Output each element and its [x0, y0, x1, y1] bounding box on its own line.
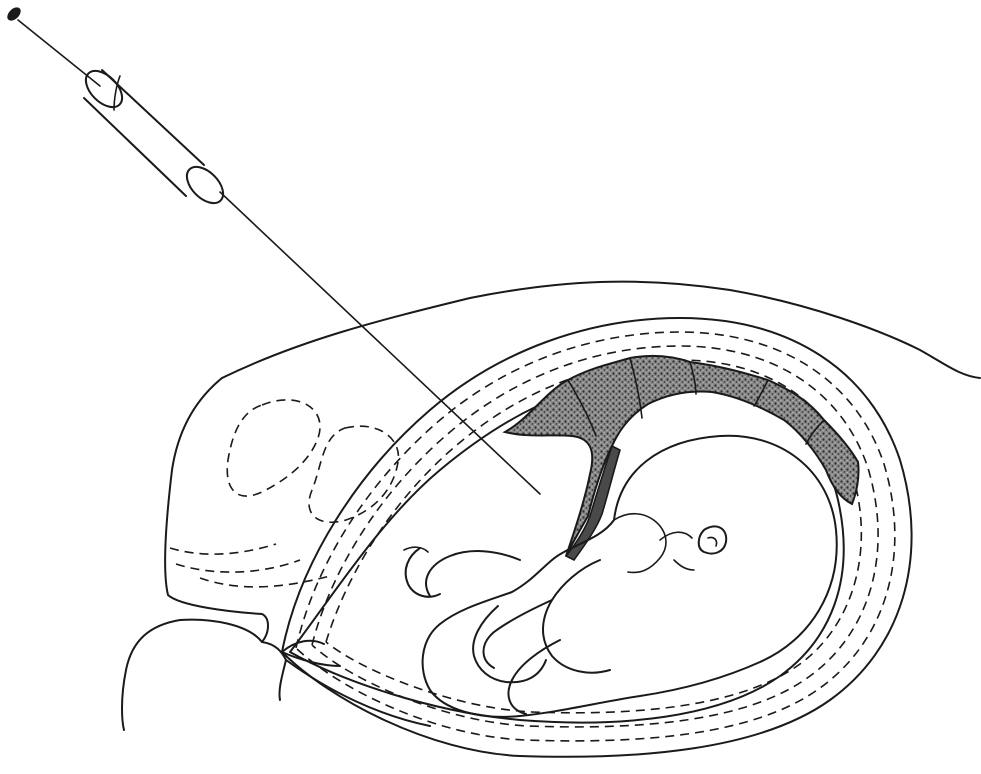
fetus	[404, 436, 837, 717]
maternal-abdomen	[122, 282, 980, 730]
cervix	[282, 641, 430, 726]
needle-hub	[5, 5, 23, 23]
bladder	[170, 400, 398, 587]
syringe	[79, 64, 229, 209]
placenta	[505, 356, 859, 556]
